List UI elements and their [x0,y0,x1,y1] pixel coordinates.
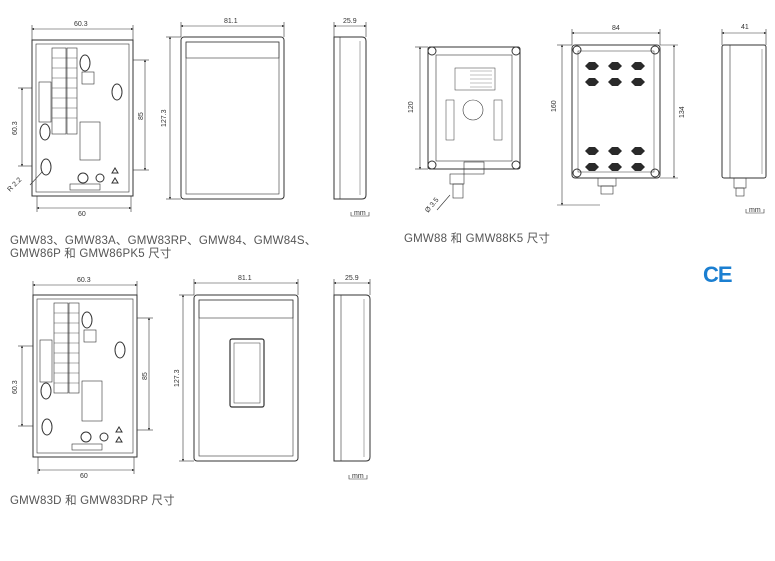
unit-indicator-2: mm [745,207,765,214]
gmw83-side-width-label: 25.9 [343,18,357,25]
gmw83d-side-width-label: 25.9 [345,275,359,282]
gmw83-front-dimension-lines [166,22,285,200]
gmw83-side-dimension-lines [333,22,367,37]
gmw83-front-view [180,36,285,200]
gmw88-cable-label: Ø 3.5 [424,197,440,215]
gmw88-inside-view [427,46,521,199]
gmw83d-dimension-lines [18,281,153,474]
gmw83-side-view [333,36,367,200]
gmw83d-height-right-label: 85 [142,372,149,380]
svg-text:mm: mm [354,210,366,217]
gmw83d-side-view [333,294,371,462]
gmw83-height-left-label: 60.3 [12,121,19,135]
gmw83d-front-view [193,294,299,462]
gmw83-back-view [31,39,134,197]
gmw83-radius-label: R 2.2 [6,177,23,194]
unit-indicator-1: mm [350,210,370,217]
gmw83d-front-dimension-lines [179,279,299,462]
gmw83-front-height-label: 127.3 [161,109,168,127]
gmw83d-width-bottom-label: 60 [80,473,88,480]
gmw83-front-width-label: 81.1 [224,18,238,25]
gmw88-outer-height-label: 160 [551,100,558,112]
gmw83d-back-view [32,294,138,458]
ce-mark: CE [703,262,733,287]
gmw88-side-width-label: 41 [741,24,749,31]
gmw88-right-height-label: 134 [679,106,686,118]
gmw83d-height-left-label: 60.3 [12,380,19,394]
caption-gmw83-line1: GMW83、GMW83A、GMW83RP、GMW84、GMW84S、 [10,235,317,247]
gmw83-width-bottom-label: 60 [78,211,86,218]
gmw88-side-dimension-lines [721,29,767,45]
gmw88-side-view [721,44,767,197]
svg-text:mm: mm [749,207,761,214]
gmw88-inside-dimension-lines [415,46,451,211]
caption-gmw88: GMW88 和 GMW88K5 尺寸 [404,233,551,245]
gmw83d-width-top-label: 60.3 [77,277,91,284]
caption-gmw83-line2: GMW86P 和 GMW86PK5 尺寸 [10,248,172,260]
caption-gmw83d: GMW83D 和 GMW83DRP 尺寸 [10,495,175,507]
unit-indicator-3: mm [348,473,368,480]
gmw88-front-view [571,44,661,195]
gmw88-front-dimension-lines [557,29,678,206]
gmw88-hex-holes [585,62,645,171]
gmw83-dimension-lines [18,25,149,212]
gmw88-inner-height-label: 120 [408,101,415,113]
gmw83-height-right-label: 85 [138,112,145,120]
gmw83-width-top-label: 60.3 [74,21,88,28]
gmw83d-front-height-label: 127.3 [174,369,181,387]
svg-text:mm: mm [352,473,364,480]
gmw83d-side-dimension-lines [333,279,371,295]
gmw88-width-label: 84 [612,25,620,32]
gmw83d-front-width-label: 81.1 [238,275,252,282]
